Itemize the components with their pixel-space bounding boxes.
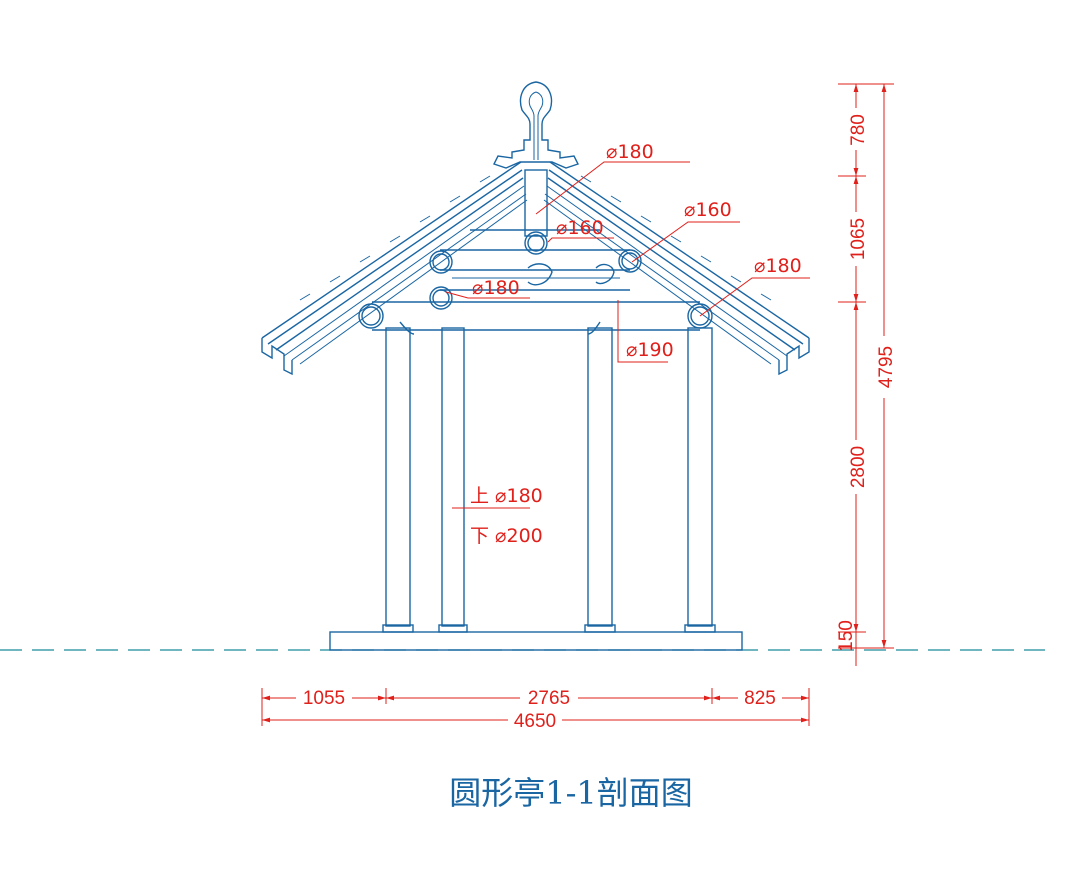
king-post xyxy=(524,169,548,237)
dim-bottom-right: 825 xyxy=(744,688,776,709)
roof-finial xyxy=(493,81,579,169)
roof-left xyxy=(261,161,528,376)
leader-lines xyxy=(445,161,810,509)
label-column-bottom: 下 ⌀200 xyxy=(470,525,543,547)
right-dimensions xyxy=(838,83,894,666)
label-beam: ⌀190 xyxy=(626,339,674,361)
dim-right-seg1: 780 xyxy=(848,114,869,146)
label-ridge-top: ⌀180 xyxy=(606,141,654,163)
columns xyxy=(382,327,716,633)
beams xyxy=(372,229,700,335)
dim-right-seg3: 2800 xyxy=(848,446,869,488)
dim-bottom-middle: 2765 xyxy=(528,688,570,709)
label-ridge-post: ⌀160 xyxy=(556,217,604,239)
label-right-eave: ⌀180 xyxy=(754,255,802,277)
bottom-dimensions xyxy=(261,688,810,726)
dim-right-total: 4795 xyxy=(876,346,897,388)
base-platform xyxy=(329,631,743,651)
label-right-purlin: ⌀160 xyxy=(684,199,732,221)
dim-bottom-total: 4650 xyxy=(514,711,556,732)
drawing-title: 圆形亭1-1剖面图 xyxy=(449,774,693,812)
dim-right-seg2: 1065 xyxy=(848,218,869,260)
dim-right-seg4: 150 xyxy=(836,620,857,652)
roof-right xyxy=(543,161,810,376)
purlins xyxy=(358,231,713,329)
label-left-lower: ⌀180 xyxy=(472,277,520,299)
dim-bottom-left: 1055 xyxy=(303,688,345,709)
label-column-top: 上 ⌀180 xyxy=(470,485,543,507)
